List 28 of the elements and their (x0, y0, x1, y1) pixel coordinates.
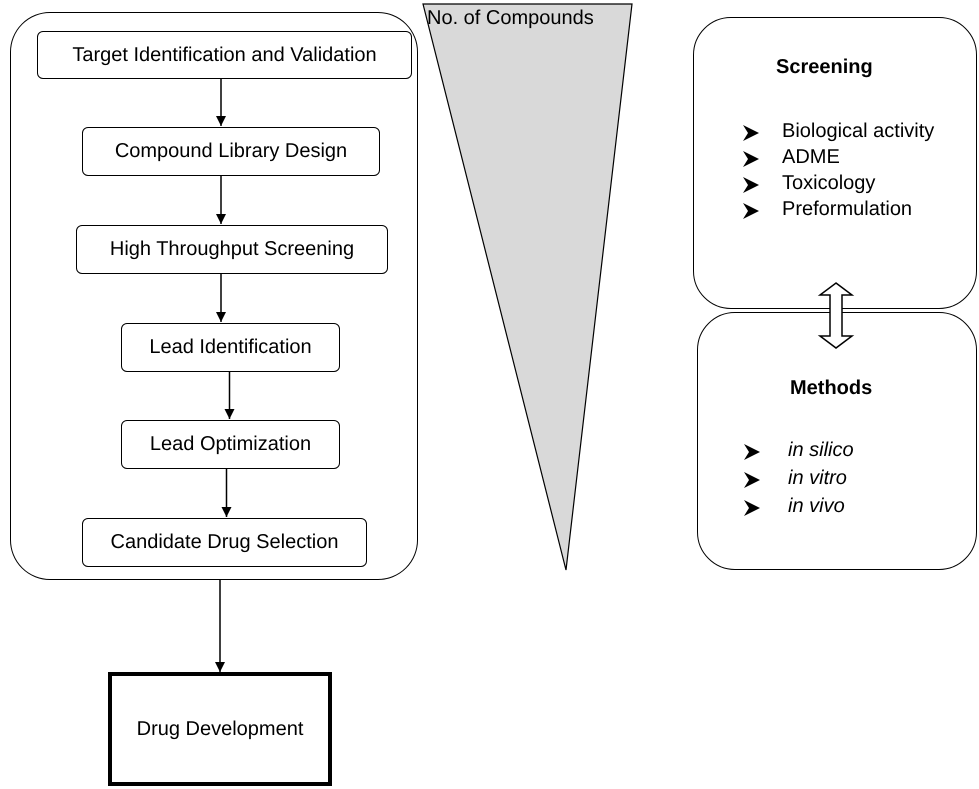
process-box: Compound Library Design (82, 127, 380, 176)
double-block-arrow (818, 282, 854, 349)
arrow (216, 175, 226, 224)
info-panel (697, 312, 977, 570)
list-item: in vitro (788, 467, 847, 490)
arrow (222, 468, 232, 517)
arrow (224, 371, 234, 419)
process-box: Target Identification and Validation (37, 31, 412, 79)
list-item: ADME (782, 146, 840, 169)
info-panel (693, 17, 977, 309)
list-item: Biological activity (782, 120, 934, 143)
panel-heading: Methods (790, 377, 872, 400)
list-item: Toxicology (782, 172, 876, 195)
process-box: Candidate Drug Selection (82, 518, 367, 567)
process-box: Drug Development (108, 672, 332, 786)
list-item: Preformulation (782, 198, 912, 221)
list-item: in vivo (788, 495, 845, 518)
panel-heading: Screening (776, 56, 873, 79)
arrow (215, 580, 225, 672)
process-box: Lead Optimization (121, 420, 340, 469)
process-box: High Throughput Screening (76, 225, 388, 274)
arrow (216, 273, 226, 322)
arrow (216, 78, 226, 126)
triangle-label: No. of Compounds (427, 7, 594, 30)
process-box: Lead Identification (121, 323, 340, 372)
group-container (10, 12, 418, 580)
funnel-triangle (422, 3, 633, 571)
list-item: in silico (788, 439, 854, 462)
